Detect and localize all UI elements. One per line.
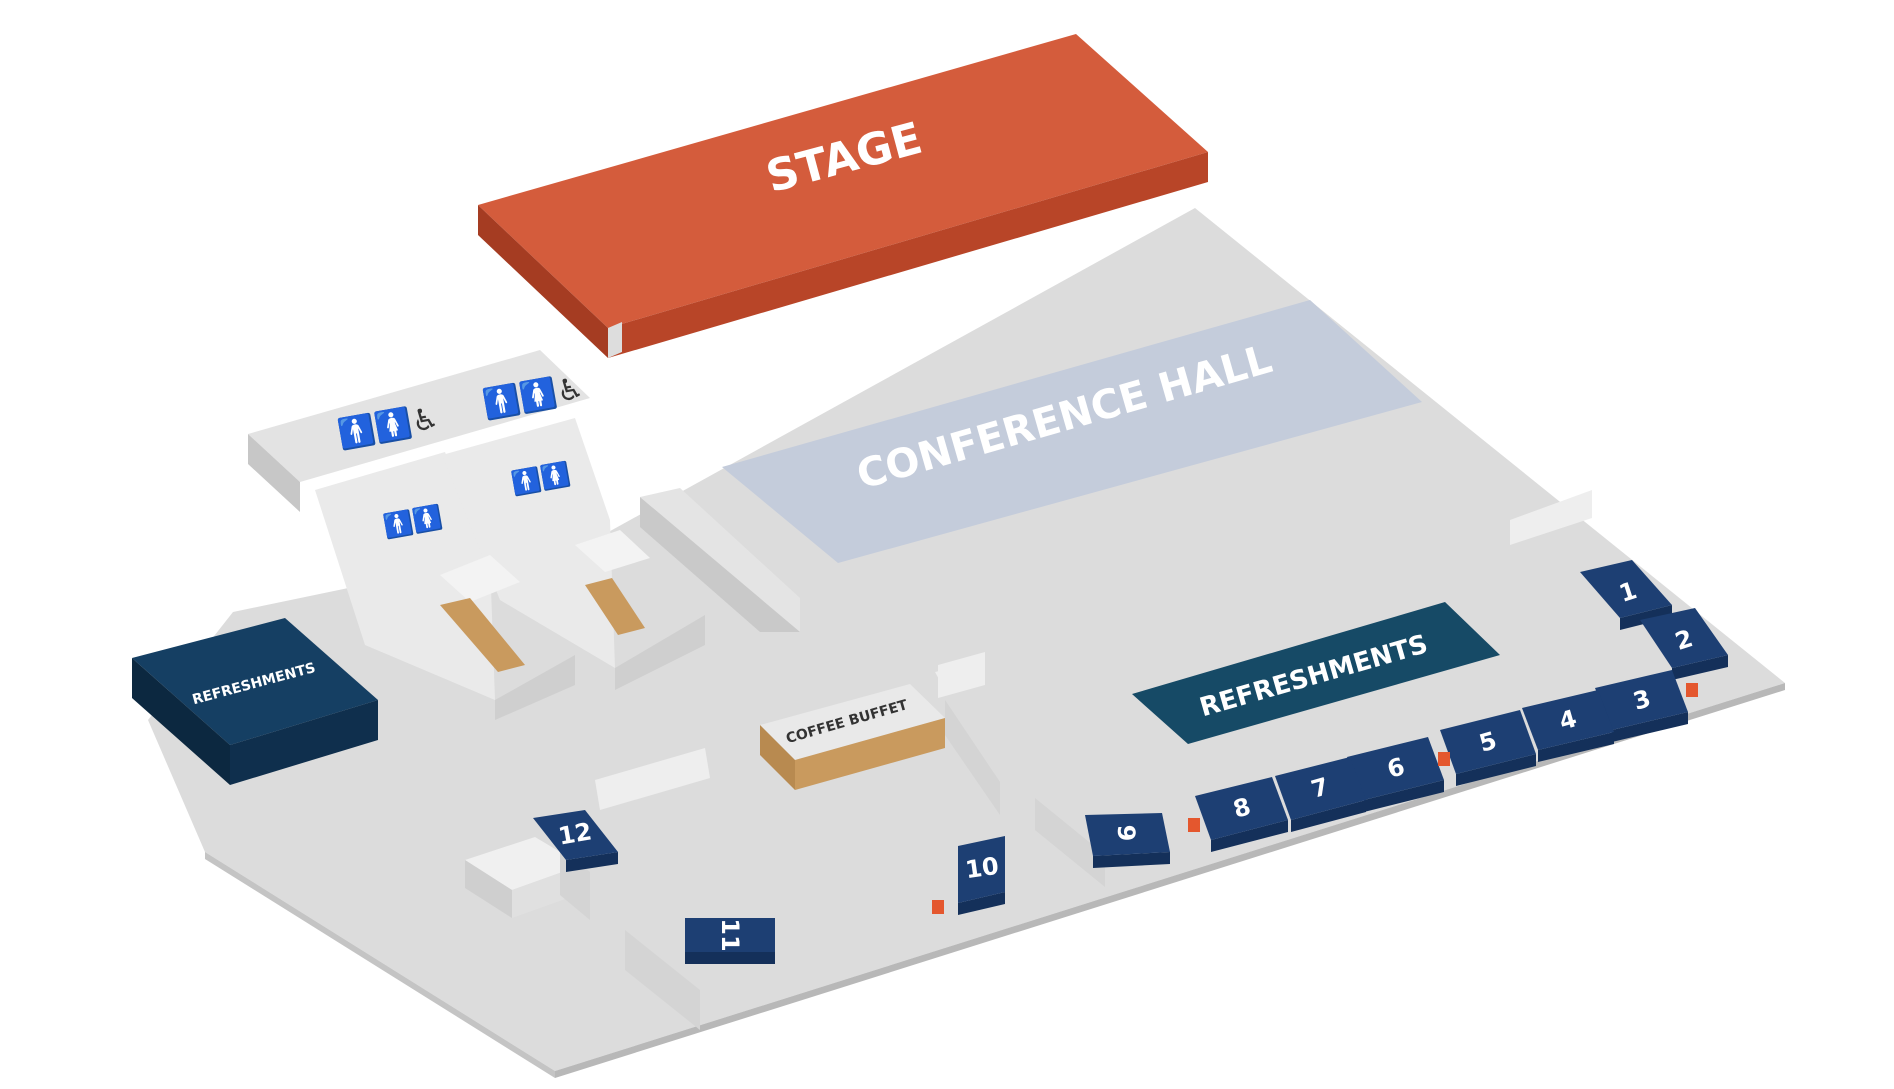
booth-6-top [1347,737,1444,800]
booth-11[interactable]: 11 [685,918,775,964]
restroom-wall-front-2 [615,615,705,690]
refreshments-block-front [230,700,378,785]
booth-12[interactable]: 12 [533,810,618,872]
refreshments-block-side[interactable]: REFRESHMENTS [132,618,378,785]
restroom-wall-front-1 [495,655,575,720]
booth-12-top [533,810,618,860]
booth-5-side [1456,754,1536,786]
restroom-header-top [248,350,590,482]
booth-2-side [1672,655,1728,680]
wall-partition-right [1035,798,1105,887]
booth-3-number: 3 [1630,684,1654,716]
sink-counter-1 [440,555,520,602]
booth-8-top [1195,777,1288,840]
coffee-buffet-top [760,684,945,760]
booth-7[interactable]: 7 [1275,757,1366,832]
booth-7-side [1291,800,1366,832]
restrooms-block[interactable]: 🚹🚺♿ 🚹🚺♿ 🚹🚺 🚹🚺 [248,350,800,720]
wood-floor-1 [440,598,525,672]
restroom-divider-wall [640,488,800,632]
restroom-stall-1 [315,452,495,700]
marker-near-5 [1438,752,1450,766]
booth-1-top [1580,560,1672,618]
restroom-header-front [248,434,300,512]
stage[interactable]: STAGE [478,34,1208,358]
floor-right-edge [555,683,1785,1078]
refreshments-block-top [132,618,378,745]
booth-8-side [1211,820,1288,852]
booth-10-side [958,892,1005,915]
booth-12-number: 12 [556,817,594,850]
booth-3-side [1612,712,1688,742]
booth-9[interactable]: 9 [1085,813,1170,868]
wall-partition-front [625,930,700,1030]
booth-9-number: 9 [1112,825,1140,842]
booth-3-top [1595,670,1688,730]
conference-hall-area [722,300,1422,563]
marker-near-8 [1188,818,1200,832]
stage-top [478,34,1208,328]
booth-10[interactable]: 10 [958,836,1005,915]
booth-4-number: 4 [1556,704,1580,736]
stage-left [478,205,608,358]
coffee-buffet-front [760,725,795,790]
floor-front-edge [205,852,555,1078]
booth-7-number: 7 [1308,772,1332,804]
stage-post [608,322,622,358]
booth-9-top [1085,813,1170,856]
booth-6-side [1364,780,1444,812]
booth-1-side [1620,605,1672,630]
wood-floor-2 [585,578,645,635]
booth-4-side [1538,732,1614,762]
booth-11-top [685,918,775,952]
booth-4[interactable]: 4 [1522,690,1614,762]
booth-3[interactable]: 3 [1595,670,1688,742]
booth-5-number: 5 [1476,726,1500,758]
booth-5-top [1440,710,1536,774]
booth-11-number: 11 [716,918,744,951]
booth-8-number: 8 [1230,792,1254,824]
sink-counter-2 [575,530,650,572]
restroom-stall-2 [442,418,615,668]
wall-center [595,748,710,810]
partition-walls [465,490,1592,1030]
stage-front [608,152,1208,358]
booth-9-side [1093,852,1170,868]
booth-5[interactable]: 5 [1440,710,1536,786]
marker-near-3 [1686,683,1698,697]
booth-7-top [1275,757,1366,820]
wall-hall-right [1510,490,1592,545]
refreshments-block-left [132,658,230,785]
booth-6-number: 6 [1384,752,1408,784]
booth-4-top [1522,690,1614,750]
coffee-buffet-partition [945,700,1000,815]
coffee-buffet-side [795,718,945,790]
booth-6[interactable]: 6 [1347,737,1444,812]
booth-10-number: 10 [964,852,1001,884]
booth-2-top [1640,608,1728,668]
restroom-divider-side [640,497,800,632]
booth-1[interactable]: 1 [1580,560,1672,630]
booth-8[interactable]: 8 [1195,777,1288,852]
wall-center-right [938,652,985,698]
booth-12-side [566,852,618,872]
booth-11-side [685,952,775,964]
markers [932,683,1698,914]
booth-10-top [958,836,1005,903]
refreshments-zone-area [1132,602,1500,744]
marker-near-10 [932,900,944,914]
wall-block-front-left-side [465,860,512,918]
booth-2[interactable]: 2 [1640,608,1728,680]
wall-block-front-left [465,837,582,890]
